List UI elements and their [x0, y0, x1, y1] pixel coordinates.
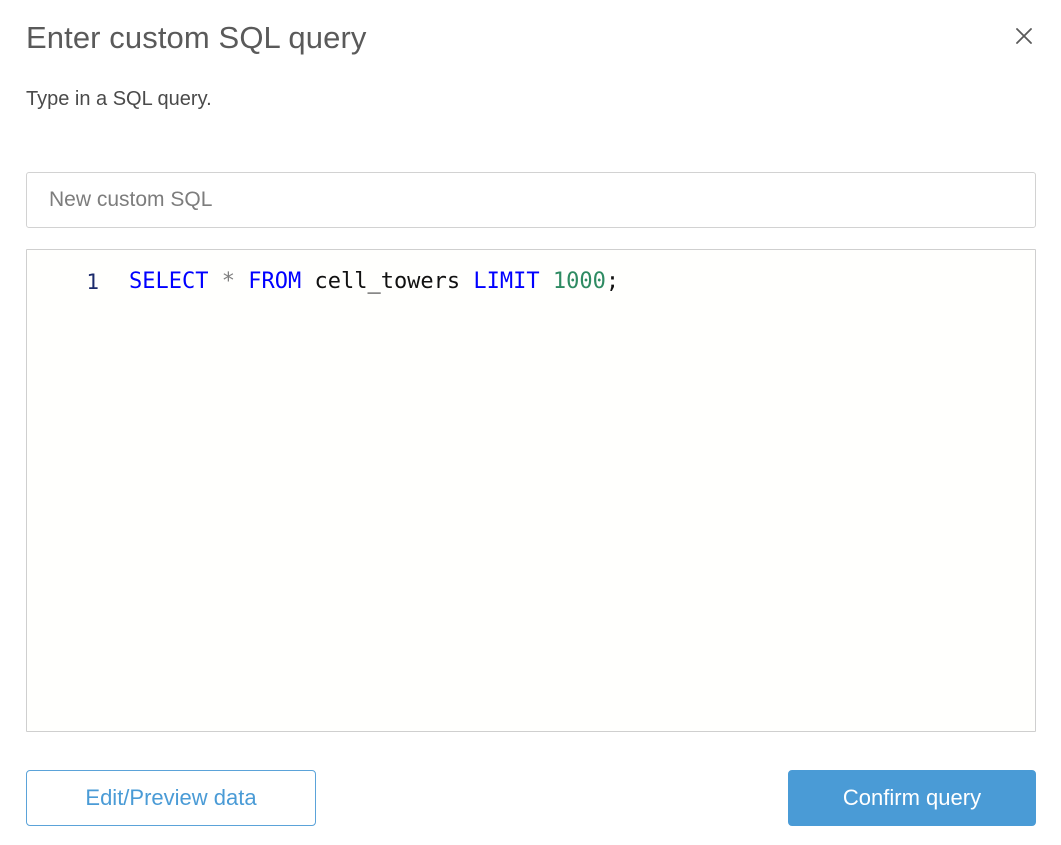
code-token-punct: ; — [605, 269, 620, 294]
code-text[interactable]: SELECT * FROM cell_towers LIMIT 1000; — [99, 267, 619, 297]
code-token-identifier: cell_towers — [314, 269, 461, 294]
confirm-query-button[interactable]: Confirm query — [788, 770, 1036, 826]
close-button[interactable] — [1006, 18, 1042, 54]
code-token-number: 1000 — [552, 269, 606, 294]
code-token-space — [540, 269, 553, 294]
close-icon — [1014, 26, 1034, 46]
code-token-space — [235, 269, 248, 294]
code-token-keyword: SELECT — [129, 269, 209, 294]
code-token-keyword: LIMIT — [473, 269, 540, 294]
line-number: 1 — [86, 270, 99, 294]
code-token-keyword: FROM — [248, 269, 302, 294]
code-token-operator: * — [221, 269, 235, 294]
edit-preview-data-button[interactable]: Edit/Preview data — [26, 770, 316, 826]
query-name-input[interactable] — [26, 172, 1036, 228]
code-token-space — [208, 269, 221, 294]
page-title: Enter custom SQL query — [26, 20, 367, 55]
sql-code-editor[interactable]: 1 SELECT * FROM cell_towers LIMIT 1000; — [26, 249, 1036, 732]
code-token-space — [301, 269, 314, 294]
code-line: 1 SELECT * FROM cell_towers LIMIT 1000; — [27, 250, 1035, 297]
dialog-subtitle: Type in a SQL query. — [26, 88, 212, 110]
code-token-space — [460, 269, 473, 294]
dialog-header: Enter custom SQL query — [0, 0, 1061, 78]
